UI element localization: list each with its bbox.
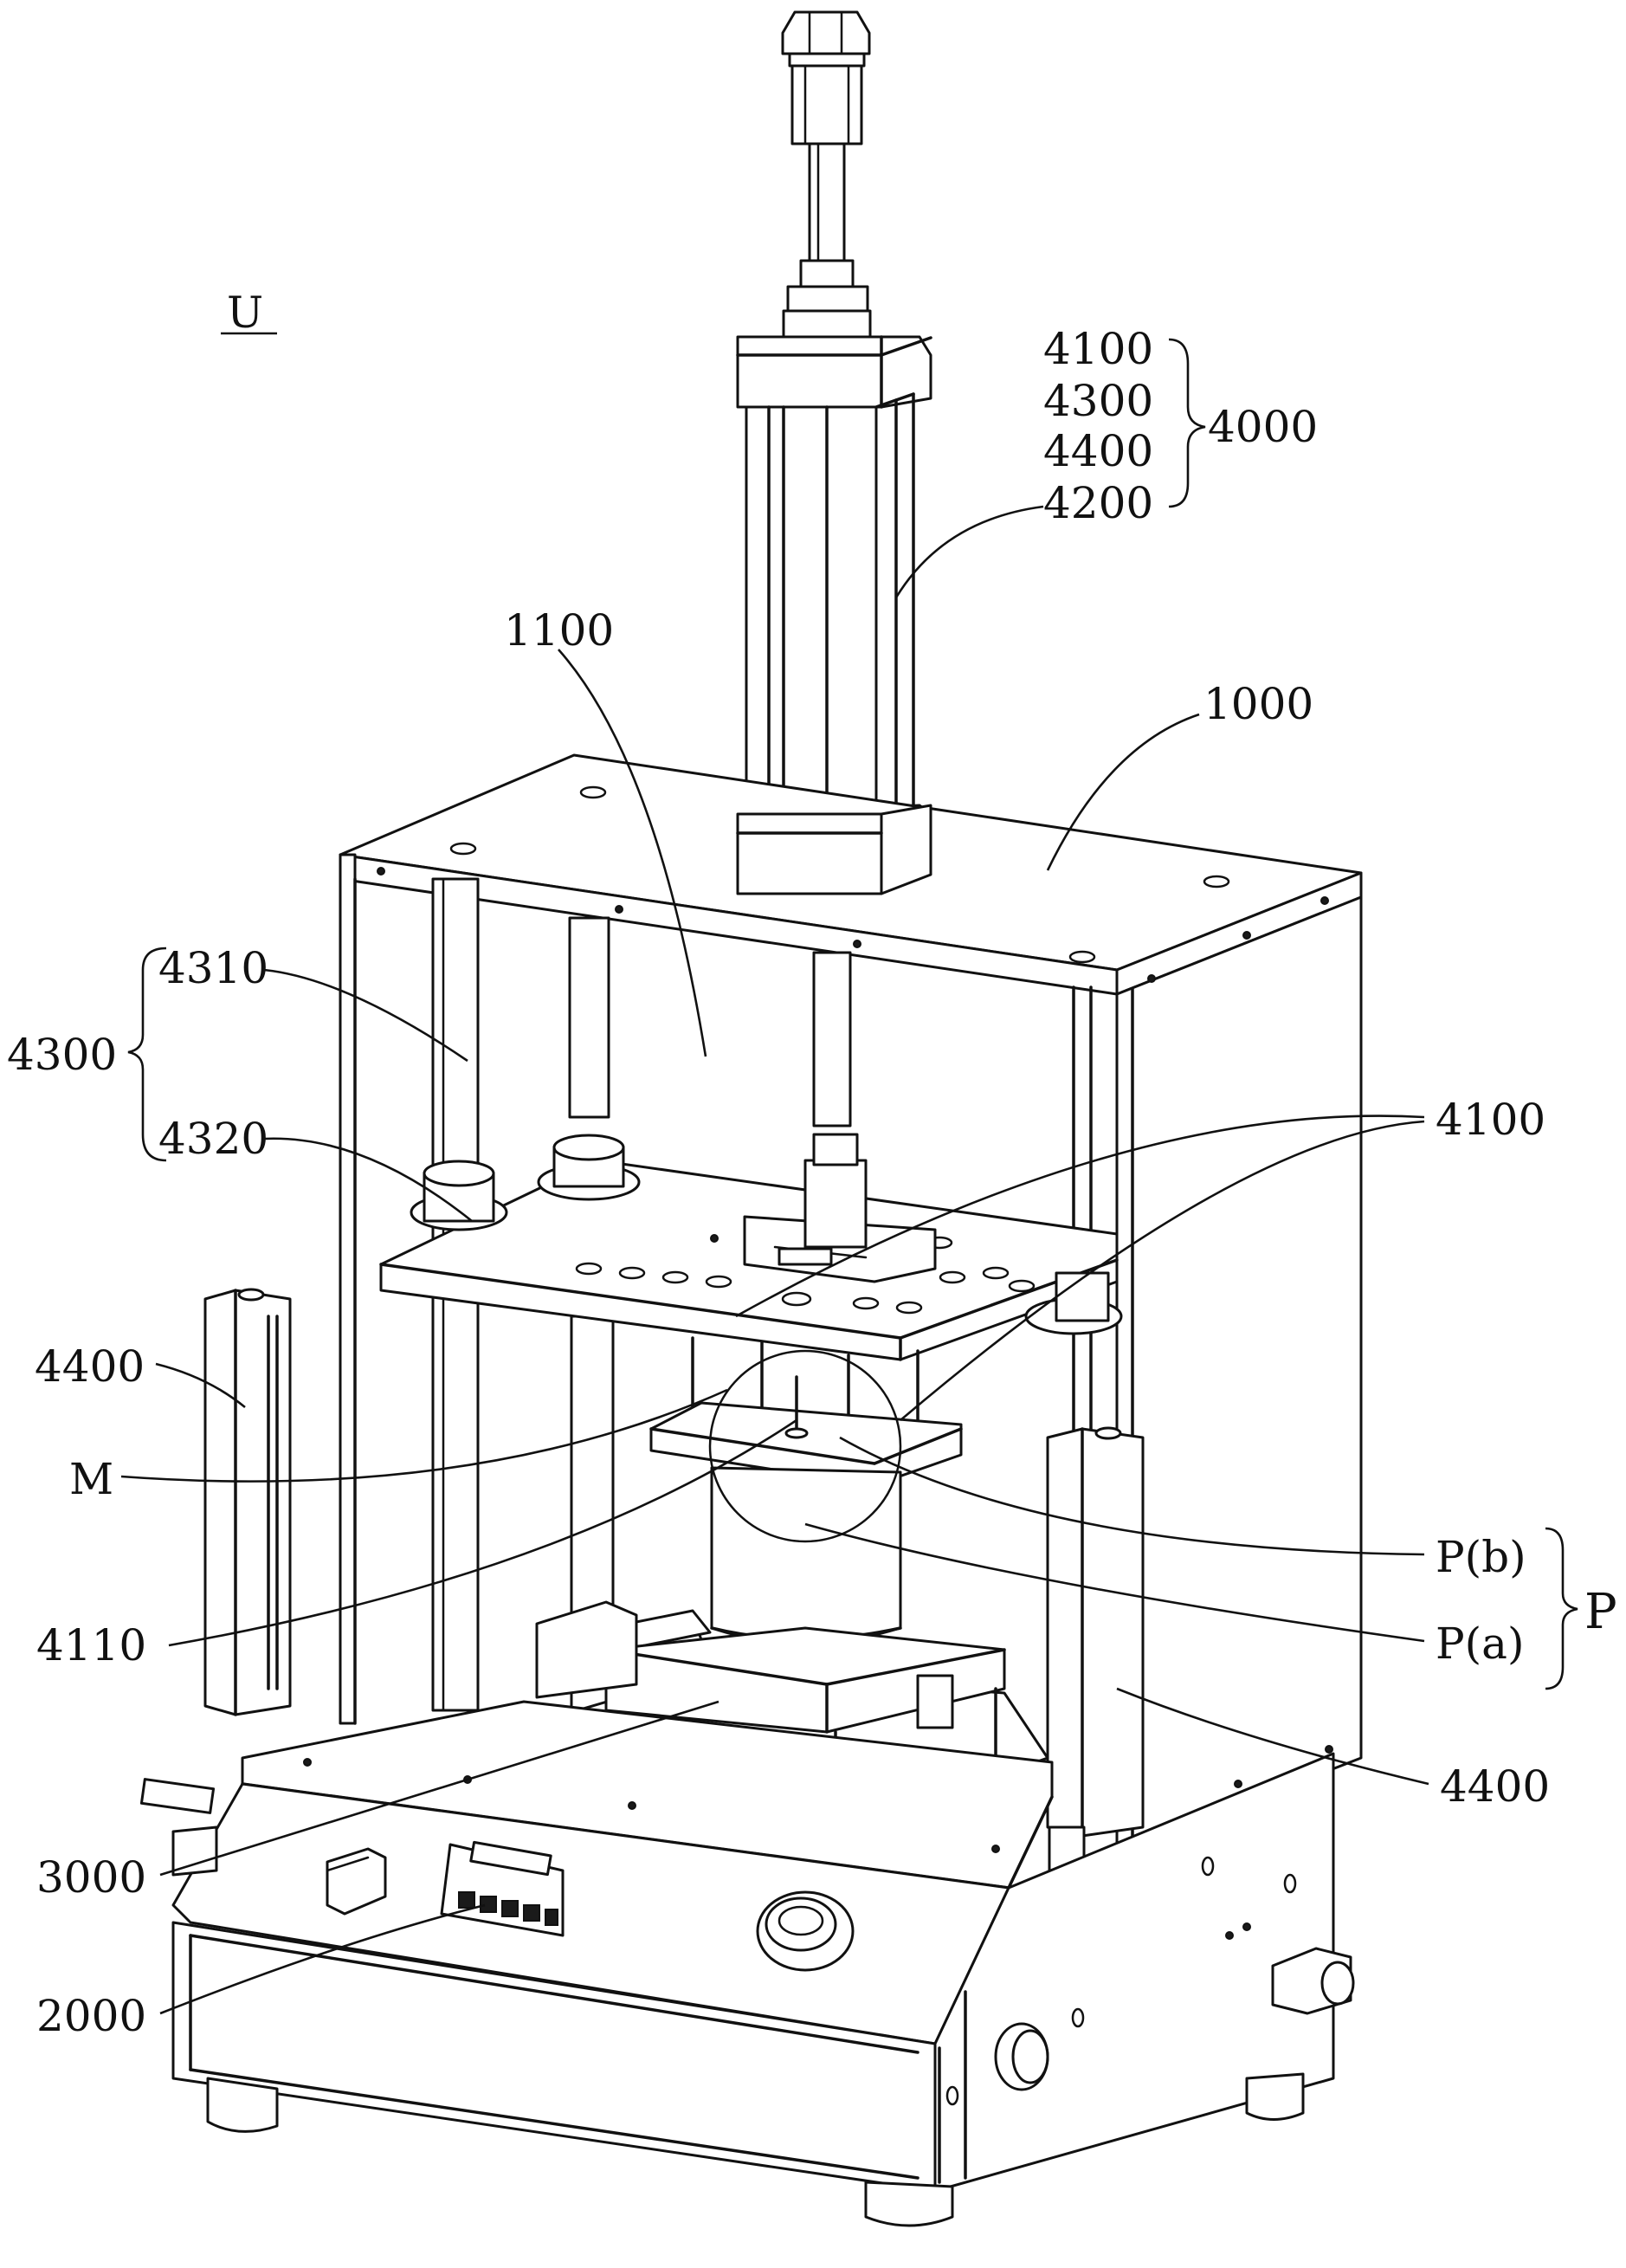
label-4400-left: 4400 bbox=[35, 1341, 145, 1392]
product-assembly bbox=[651, 1338, 961, 1644]
label-m: M bbox=[69, 1454, 113, 1504]
moving-plate bbox=[381, 1134, 1121, 1360]
label-4320: 4320 bbox=[158, 1114, 268, 1164]
label-4310: 4310 bbox=[158, 943, 268, 993]
label-4110: 4110 bbox=[36, 1620, 146, 1670]
label-4000: 4000 bbox=[1208, 402, 1318, 452]
label-p-b: P(b) bbox=[1436, 1532, 1526, 1582]
label-p-a: P(a) bbox=[1436, 1619, 1524, 1669]
label-view-u: U bbox=[227, 288, 263, 338]
label-2000: 2000 bbox=[36, 1991, 146, 2041]
pneumatic-cylinder bbox=[738, 12, 931, 894]
label-4300-top: 4300 bbox=[1043, 376, 1153, 426]
label-1000: 1000 bbox=[1203, 679, 1313, 729]
label-4400-right: 4400 bbox=[1440, 1761, 1550, 1812]
label-p: P bbox=[1584, 1584, 1617, 1640]
label-4400-top: 4400 bbox=[1043, 426, 1153, 476]
label-4300-left: 4300 bbox=[7, 1030, 117, 1080]
label-1100: 1100 bbox=[504, 605, 614, 656]
label-4100-top: 4100 bbox=[1043, 324, 1153, 374]
label-4200: 4200 bbox=[1043, 478, 1153, 528]
label-3000: 3000 bbox=[36, 1852, 146, 1903]
label-4100-right: 4100 bbox=[1436, 1095, 1545, 1145]
